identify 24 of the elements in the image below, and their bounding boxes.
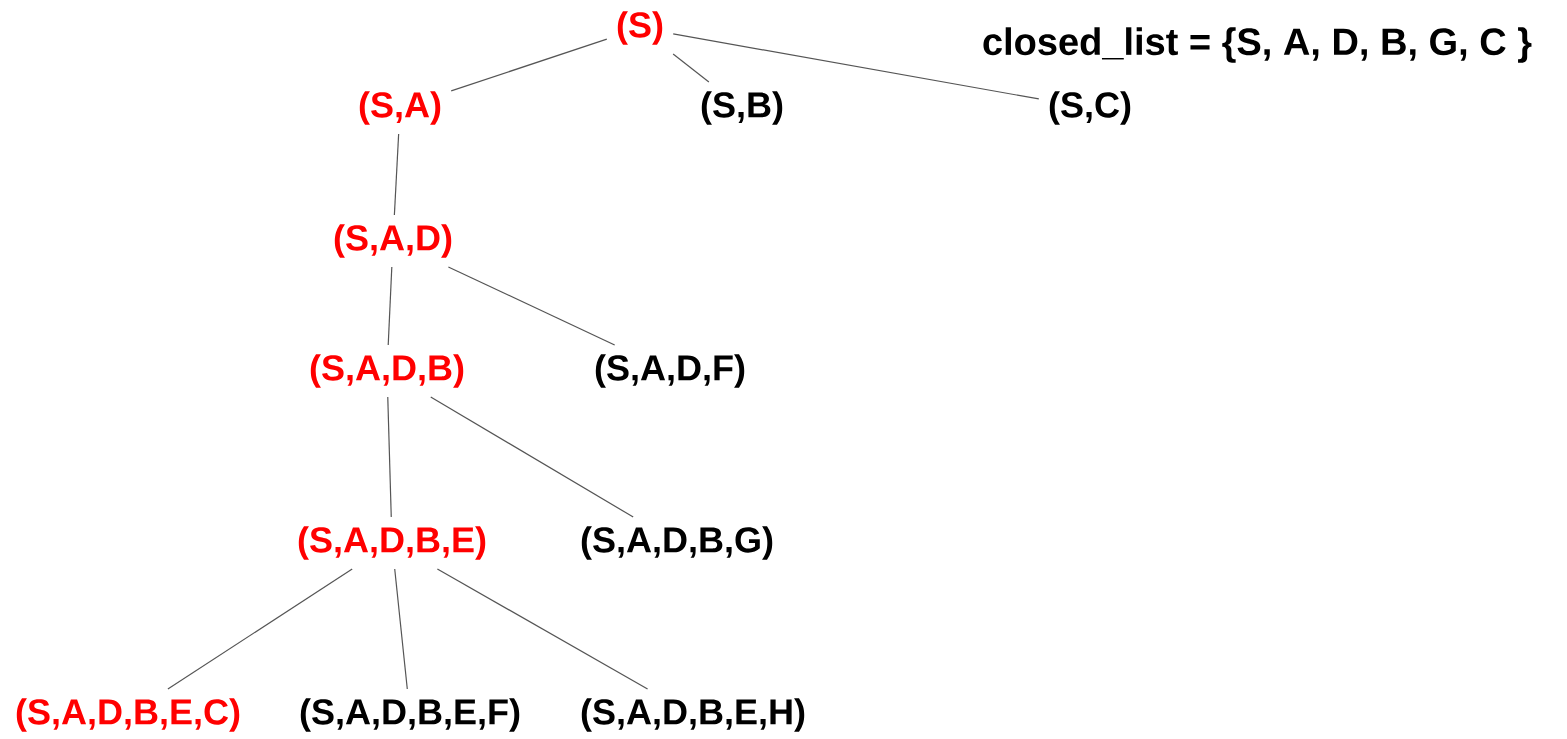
tree-edge: [393, 133, 400, 216]
tree-node-label: (S,A,D,B,E,H): [581, 698, 805, 732]
tree-edge: [436, 568, 649, 690]
tree-node-label: (S,C): [1049, 91, 1131, 125]
tree-edge: [450, 38, 608, 92]
tree-edge: [394, 568, 408, 690]
tree-node-label: (S,A,D,B,E,C): [16, 698, 240, 732]
closed-list-text: closed_list = {S, A, D, B, G, C }: [983, 27, 1532, 63]
tree-node-label: (S,A,D): [334, 224, 452, 258]
tree-node-label: (S,A,D,B,E): [298, 526, 486, 560]
tree-edge: [447, 266, 616, 346]
tree-edge: [387, 266, 393, 346]
tree-node-label: (S,A,D,F): [595, 354, 745, 388]
tree-edge: [167, 568, 353, 690]
tree-edge: [387, 396, 392, 518]
tree-edge: [430, 396, 634, 518]
tree-node-label: (S,A,D,B): [310, 354, 464, 388]
tree-node-label: (S,A,D,B,E,F): [300, 698, 520, 732]
tree-node-label: (S,B): [701, 91, 783, 125]
tree-edge: [672, 53, 710, 83]
tree-node-label: (S,A): [359, 91, 441, 125]
tree-node-label: (S,A,D,B,G): [581, 526, 773, 560]
tree-edge: [672, 33, 1040, 100]
tree-node-label: (S): [617, 11, 663, 45]
